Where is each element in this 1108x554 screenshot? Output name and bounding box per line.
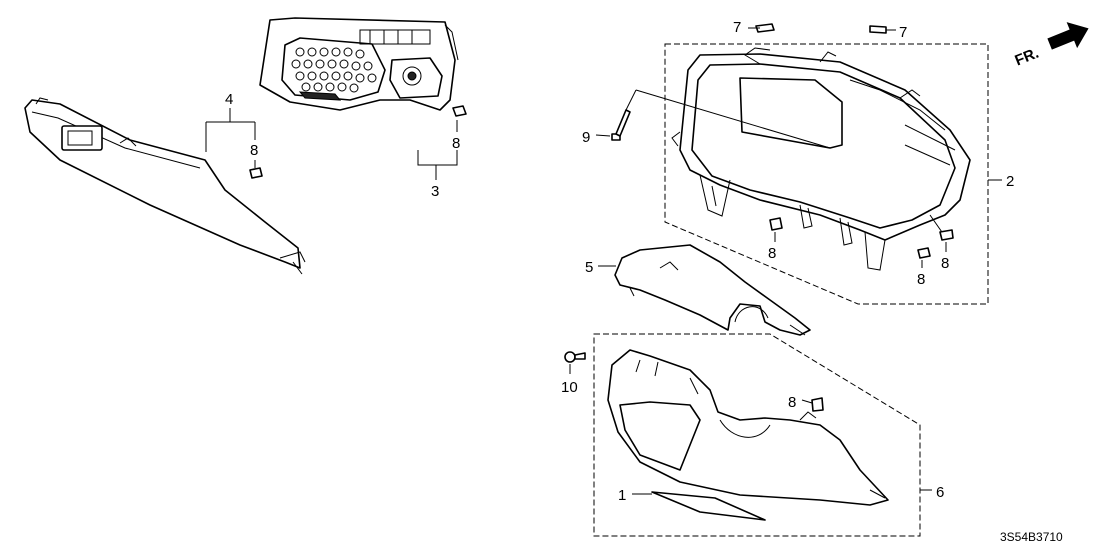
- screw-9: [611, 109, 631, 141]
- callout-8-lower: 8: [788, 394, 796, 411]
- diagram-code: 3S54B3710: [1000, 530, 1063, 544]
- callout-1: 1: [618, 487, 626, 504]
- part-2-instrument-cluster: [671, 47, 971, 271]
- callout-4: 4: [225, 91, 233, 108]
- front-direction-arrow-icon: [1047, 22, 1089, 50]
- clip-8-cluster-c: [939, 229, 954, 241]
- callout-8-cluster-a: 8: [768, 245, 776, 262]
- callout-8-vent: 8: [452, 135, 460, 152]
- callout-9: 9: [582, 129, 590, 146]
- front-direction-indicator: FR.: [1013, 22, 1089, 70]
- callout-2: 2: [1006, 173, 1014, 190]
- clip-7-left: [755, 23, 775, 33]
- screw-10: [564, 351, 586, 363]
- clip-8-lower: [811, 397, 824, 412]
- front-direction-label: FR.: [1013, 45, 1042, 70]
- callout-3: 3: [431, 183, 439, 200]
- part-3-vent-panel: [259, 17, 459, 111]
- group-box-cluster: [664, 43, 989, 305]
- part-6-column-cover-lower: [607, 349, 889, 506]
- callout-8-left: 8: [250, 142, 258, 159]
- part-1-trim-strip: [651, 491, 766, 521]
- leader-lines: [205, 27, 1002, 495]
- clip-8-cluster-b: [917, 247, 931, 259]
- clip-8-left: [249, 167, 263, 179]
- callout-5: 5: [585, 259, 593, 276]
- callout-7-right: 7: [899, 24, 907, 41]
- group-box-lower-cover: [593, 333, 921, 537]
- clip-8-cluster-a: [769, 217, 783, 231]
- vent-grille: [291, 47, 377, 93]
- callout-6: 6: [936, 484, 944, 501]
- clip-8-vent: [452, 105, 467, 117]
- callout-8-cluster-b: 8: [917, 271, 925, 288]
- callout-7-left: 7: [733, 19, 741, 36]
- clip-7-right: [869, 25, 887, 34]
- part-5-column-cover-upper: [614, 244, 811, 336]
- part-4-lower-side-panel: [24, 97, 306, 275]
- callout-8-cluster-c: 8: [941, 255, 949, 272]
- callout-10: 10: [561, 379, 578, 396]
